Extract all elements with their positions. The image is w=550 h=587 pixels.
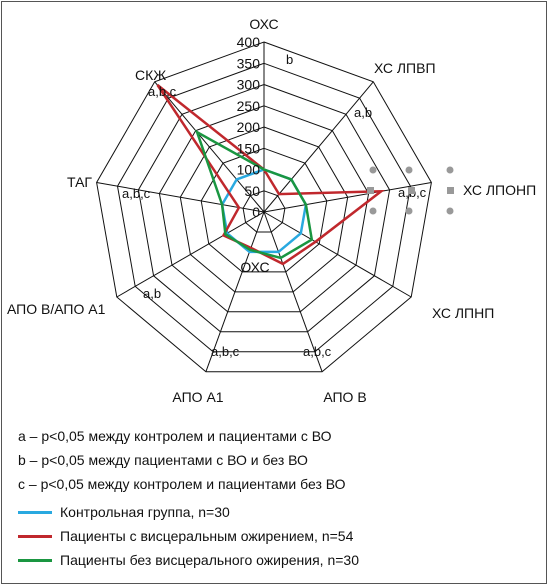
legend-swatch-nonobese	[18, 558, 52, 562]
spoke-1	[263, 81, 374, 213]
grid-ring-150	[200, 147, 328, 273]
legend-item-control: Контрольная группа, n=30	[18, 500, 538, 524]
note-a: a – p<0,05 между контролем и пациентами …	[18, 428, 332, 444]
significance-label-6: a,b	[143, 286, 161, 301]
grid-ring-250	[158, 105, 370, 313]
legend-label-nonobese: Пациенты без висцерального ожирения, n=3…	[60, 552, 359, 568]
legend-item-nonobese: Пациенты без висцерального ожирения, n=3…	[18, 548, 538, 572]
selection-handle-square-0	[367, 187, 374, 194]
spoke-8	[154, 81, 265, 213]
series-line-2	[194, 129, 314, 260]
legend-label-control: Контрольная группа, n=30	[60, 504, 230, 520]
grid-ring-400	[96, 41, 432, 373]
selection-handle-round-0	[369, 166, 377, 174]
note-c: c – p<0,05 между контролем и пациентами …	[18, 476, 346, 492]
axis-label-8: СКЖ	[135, 67, 166, 83]
spoke-6	[116, 211, 265, 298]
grid-ring-200	[179, 126, 349, 293]
significance-notes: a – p<0,05 между контролем и пациентами …	[18, 424, 538, 496]
axis-label-6: АПО В/АПО А1	[7, 301, 106, 317]
legend-label-obese: Пациенты с висцеральным ожирением, n=54	[60, 528, 354, 544]
grid-ring-350	[116, 62, 412, 353]
axis-label-1: ХС ЛПВП	[374, 60, 436, 76]
legend-item-obese: Пациенты с висцеральным ожирением, n=54	[18, 524, 538, 548]
significance-label-4: a,b,c	[303, 344, 332, 359]
tick-label-0: 0	[252, 204, 260, 220]
tick-label-400: 400	[237, 34, 261, 50]
spoke-4	[263, 211, 323, 372]
grid-ring-300	[137, 83, 391, 333]
chart-legend: Контрольная группа, n=30 Пациенты с висц…	[18, 500, 538, 572]
legend-swatch-control	[18, 510, 52, 514]
axis-label-7: ТАГ	[67, 174, 92, 190]
tick-label-200: 200	[237, 119, 261, 135]
significance-label-0: b	[286, 52, 293, 67]
tick-label-50: 50	[244, 183, 260, 199]
tick-label-350: 350	[237, 55, 261, 71]
significance-label-1: a,b	[354, 105, 372, 120]
selection-handle-round-2	[446, 166, 454, 174]
note-b: b – p<0,05 между пациентами с ВО и без В…	[18, 452, 308, 468]
center-axis-label: ОХС	[240, 259, 269, 275]
significance-label-5: a,b,c	[211, 344, 240, 359]
grid-ring-50	[242, 190, 286, 233]
significance-label-7: a,b,c	[122, 186, 151, 201]
tick-label-150: 150	[237, 140, 261, 156]
selection-handle-round-1	[405, 166, 413, 174]
tick-label-300: 300	[237, 77, 261, 93]
significance-label-8: a,b,c	[148, 84, 177, 99]
selection-handle-round-4	[405, 207, 413, 215]
axis-label-4: АПО В	[323, 389, 366, 405]
selection-handle-round-3	[446, 207, 454, 215]
axis-label-2: ХС ЛПОНП	[463, 182, 536, 198]
spoke-5	[205, 211, 265, 372]
axis-label-5: АПО А1	[172, 389, 223, 405]
radar-grid	[96, 41, 432, 373]
axis-label-3: ХС ЛПНП	[432, 305, 494, 321]
axis-label-0: ОХС	[249, 16, 278, 32]
spoke-3	[263, 211, 412, 298]
selection-handle-square-2	[447, 187, 454, 194]
radar-series	[156, 84, 386, 266]
selection-handle-round-5	[369, 207, 377, 215]
spoke-2	[263, 182, 432, 213]
selection-handle-square-1	[408, 187, 415, 194]
legend-swatch-obese	[18, 534, 52, 538]
spoke-7	[96, 182, 265, 213]
selection-handles	[367, 166, 454, 215]
tick-label-250: 250	[237, 98, 261, 114]
series-line-1	[156, 84, 386, 266]
tick-label-100: 100	[237, 162, 261, 178]
